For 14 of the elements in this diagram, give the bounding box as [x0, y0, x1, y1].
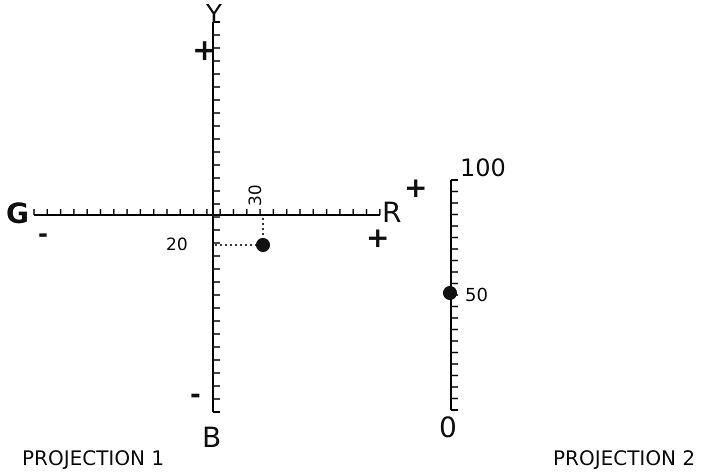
axis-label: B: [202, 424, 222, 452]
tick-value: 0: [439, 414, 457, 442]
tick-value: 50: [465, 287, 488, 305]
axis-label: G: [6, 200, 29, 228]
sign-label: -: [38, 222, 48, 246]
caption: PROJECTION 2: [553, 448, 696, 468]
tick-value: 20: [166, 237, 188, 254]
tick-value: 30: [248, 184, 265, 206]
axis-label: R: [382, 199, 402, 227]
sign-label: +: [366, 224, 390, 252]
sign-label: +: [404, 174, 428, 202]
caption: PROJECTION 1: [22, 448, 164, 468]
tick-value: 100: [460, 156, 506, 180]
sign-label: -: [190, 382, 201, 408]
